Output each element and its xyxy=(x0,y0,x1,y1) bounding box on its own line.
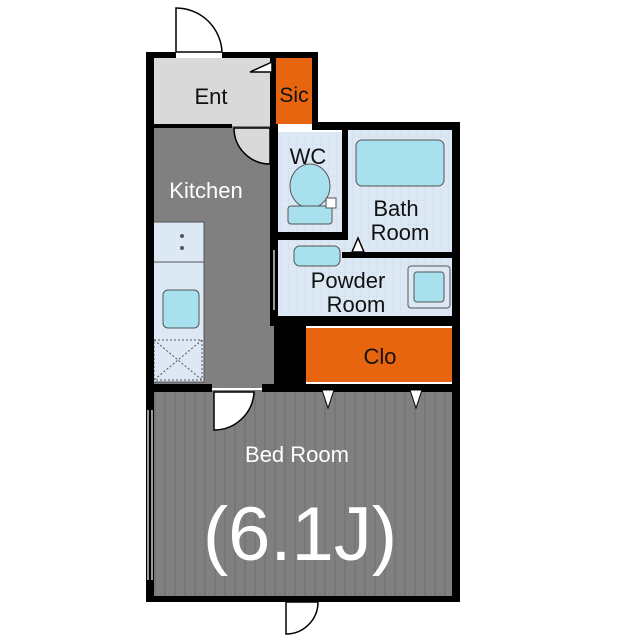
closet-area xyxy=(304,328,454,382)
step-icon xyxy=(249,60,273,73)
entrance-door-swing xyxy=(175,7,223,53)
sink-icon xyxy=(162,289,200,329)
entrance-floor xyxy=(152,58,272,126)
bedroom-floor xyxy=(150,390,456,598)
powder-label-line2: Room xyxy=(327,292,386,317)
kitchen-door-swing xyxy=(233,127,271,165)
bath-door-icon xyxy=(350,236,366,253)
bedroom-label: Bed Room xyxy=(245,442,349,467)
shoe-closet-label: Sic xyxy=(279,84,308,107)
shoe-closet-area xyxy=(276,58,314,124)
stove-burner-icon xyxy=(180,246,184,250)
bedroom-size-label: (6.1J) xyxy=(203,492,397,577)
entrance-label: Ent xyxy=(194,84,227,109)
pillar xyxy=(274,318,304,386)
toilet-tank-icon xyxy=(287,205,333,225)
kitchen-label: Kitchen xyxy=(169,178,242,203)
bath-label-line1: Bath xyxy=(373,196,418,221)
doors xyxy=(175,7,366,635)
toilet-paper-icon xyxy=(325,197,337,209)
bath-label-line2: Room xyxy=(371,220,430,245)
washbasin-icon xyxy=(293,245,341,267)
stove-burner-icon xyxy=(180,234,184,238)
toilet-label: WC xyxy=(290,144,327,169)
bathtub-icon xyxy=(355,139,445,187)
bedroom-door-swing xyxy=(213,391,255,431)
toilet-bowl-icon xyxy=(289,163,331,209)
closet-doors xyxy=(321,389,423,410)
walls xyxy=(146,52,460,602)
closet-label: Clo xyxy=(363,344,396,369)
windows xyxy=(147,250,275,580)
powder-label-line1: Powder xyxy=(311,268,386,293)
balcony-door-swing xyxy=(285,601,319,635)
